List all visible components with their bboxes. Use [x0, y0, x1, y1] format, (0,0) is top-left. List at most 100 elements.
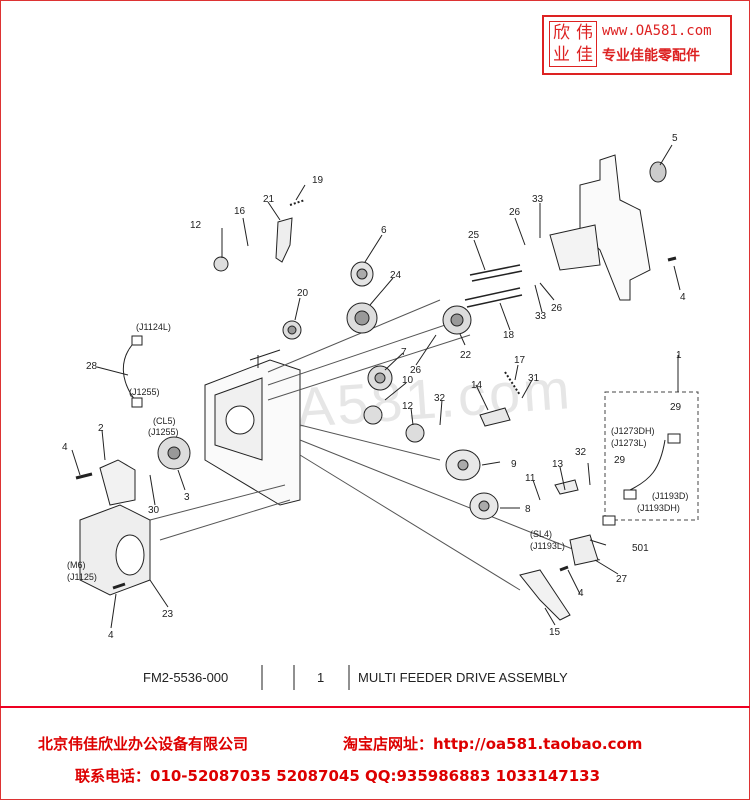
callout-4: 4 [62, 442, 68, 453]
logo-char: 业 [553, 45, 570, 65]
connector-label: (J1124L) [136, 322, 171, 332]
connector-label: (J1125) [67, 572, 97, 582]
callout-9: 9 [511, 459, 517, 470]
callout-21: 21 [263, 194, 275, 205]
gear-12b [405, 423, 425, 443]
callout-29: 29 [670, 402, 682, 413]
gear-3 [157, 436, 191, 470]
rear-frame-plate [579, 154, 651, 301]
part-description: MULTI FEEDER DRIVE ASSEMBLY [358, 670, 568, 685]
callout-3: 3 [184, 492, 190, 503]
callout-30: 30 [148, 505, 160, 516]
callout-27: 27 [616, 574, 628, 585]
callout-29: 29 [614, 455, 626, 466]
callout-12: 12 [402, 401, 414, 412]
callout-31: 31 [528, 373, 540, 384]
callout-14: 14 [471, 380, 483, 391]
gear-10 [363, 405, 383, 425]
harness-29 [629, 439, 666, 491]
callout-11: 11 [525, 473, 536, 484]
callout-33: 33 [535, 311, 547, 322]
callout-501: 501 [632, 543, 649, 554]
callout-12: 12 [190, 220, 202, 231]
callout-33: 33 [532, 194, 544, 205]
callout-26: 26 [509, 207, 521, 218]
callout-26: 26 [551, 303, 563, 314]
connector-label: (CL5) [153, 416, 176, 426]
callout-4: 4 [578, 588, 584, 599]
bracket-15 [519, 569, 571, 621]
connector-label: (J1193DH) [637, 503, 680, 513]
gear-5 [649, 161, 667, 183]
screw-4c [667, 256, 677, 262]
part-quantity: 1 [317, 670, 325, 685]
connector-label: (SL4) [530, 529, 552, 539]
callout-8: 8 [525, 504, 531, 515]
connector-label: (J1255) [129, 387, 160, 397]
shop-logo: 欣 伟 业 佳 www.OA581.com 专业佳能零配件 [542, 15, 732, 75]
callout-2: 2 [98, 423, 104, 434]
callout-25: 25 [468, 230, 480, 241]
connector-label: (J1193D) [652, 491, 688, 501]
logo-mark: 欣 伟 业 佳 [549, 21, 597, 67]
callout-22: 22 [460, 350, 472, 361]
connector-label: (M6) [67, 560, 86, 570]
callout-19: 19 [312, 175, 324, 186]
callout-28: 28 [86, 361, 98, 372]
callout-4: 4 [108, 630, 114, 641]
callout-15: 15 [549, 627, 561, 638]
callout-20: 20 [297, 288, 309, 299]
footer-divider [0, 706, 750, 708]
gear-22 [442, 305, 472, 335]
screw-4a [75, 472, 93, 480]
callout-13: 13 [552, 459, 564, 470]
footer-company: 北京伟佳欣业办公设备有限公司 [38, 735, 249, 753]
logo-url: www.OA581.com [602, 23, 712, 39]
shaft-25 [469, 264, 523, 282]
callout-24: 24 [390, 270, 402, 281]
logo-tagline: 专业佳能零配件 [602, 48, 700, 64]
connector-label: (J1193L) [530, 541, 565, 551]
footer-shop-link[interactable]: 淘宝店网址：http://oa581.taobao.com [343, 735, 643, 753]
connector-label: (J1255) [148, 427, 179, 437]
screw-4b [112, 582, 126, 590]
roller-8 [469, 492, 499, 520]
logo-char: 伟 [576, 23, 593, 43]
callout-5: 5 [672, 133, 678, 144]
logo-char: 佳 [576, 45, 593, 65]
gear-7 [367, 365, 393, 391]
callout-32: 32 [575, 447, 587, 458]
gear-20 [282, 320, 302, 340]
gear-6 [350, 261, 374, 287]
callout-26: 26 [410, 365, 422, 376]
callout-6: 6 [381, 225, 387, 236]
callout-32: 32 [434, 393, 446, 404]
screw-4d [559, 565, 569, 572]
harness-box [604, 391, 699, 521]
callout-1: 1 [676, 350, 682, 361]
part-number: FM2-5536-000 [143, 670, 229, 685]
solenoid-27 [569, 534, 599, 566]
footer-contact: 联系电话：010-52087035 52087045 QQ:935986883 … [75, 767, 601, 785]
gear-24 [346, 302, 378, 334]
callout-18: 18 [503, 330, 515, 341]
harness-28 [122, 344, 136, 401]
callout-23: 23 [162, 609, 174, 620]
connector-label: (J1273DH) [611, 426, 655, 436]
spring-19 [289, 199, 306, 206]
callout-4: 4 [680, 292, 686, 303]
logo-char: 欣 [553, 23, 570, 43]
connector-label: (J1273L) [611, 438, 647, 448]
shaft-14 [479, 407, 511, 427]
shaft-18 [464, 287, 523, 308]
callout-17: 17 [514, 355, 526, 366]
gear-9 [445, 449, 481, 481]
callout-10: 10 [402, 375, 414, 386]
lever-13 [554, 479, 579, 495]
spring-17 [504, 371, 521, 396]
callout-16: 16 [234, 206, 246, 217]
gear-12a [213, 256, 229, 272]
callout-7: 7 [401, 347, 407, 358]
arm-21 [275, 217, 293, 263]
